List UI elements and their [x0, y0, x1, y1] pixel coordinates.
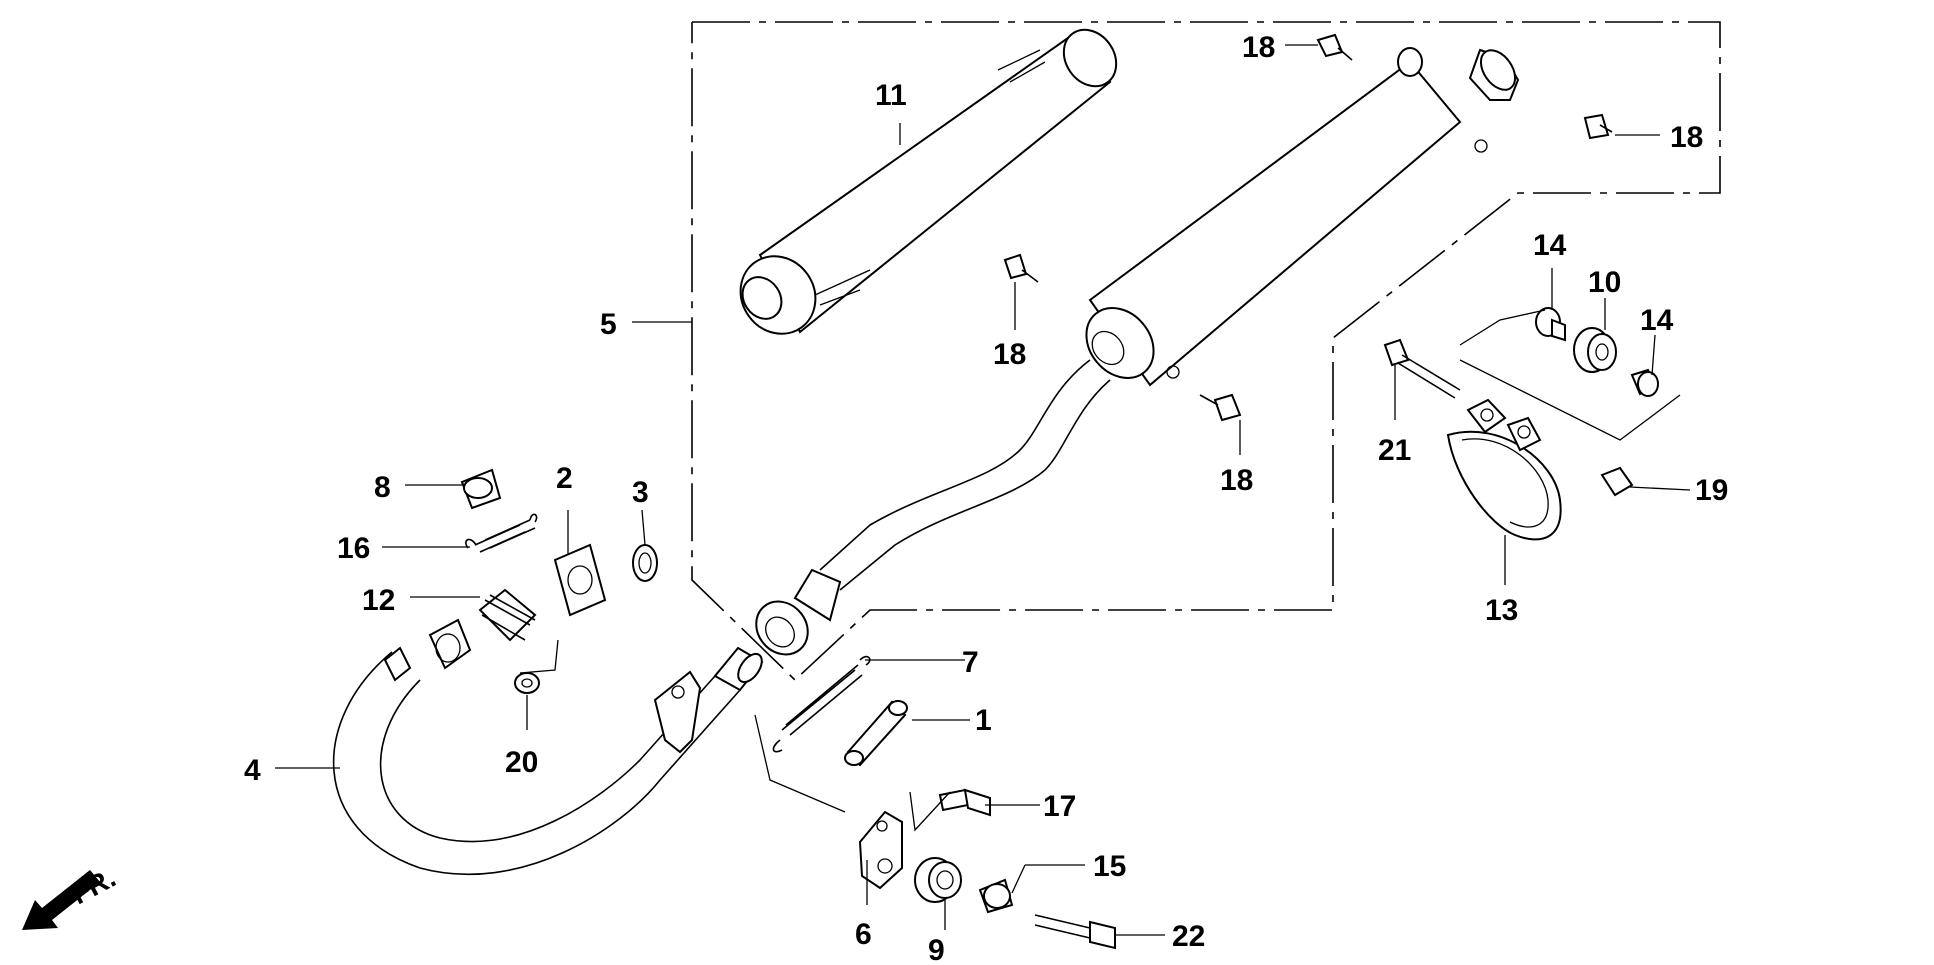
bolt-21[interactable]	[1383, 338, 1461, 399]
collar-14a[interactable]	[1535, 307, 1566, 342]
callout-20: 20	[505, 746, 538, 779]
callout-18d: 18	[1220, 464, 1253, 497]
callout-21: 21	[1378, 434, 1411, 467]
callout-4: 4	[244, 754, 261, 787]
callout-5: 5	[600, 308, 617, 341]
stay-6[interactable]	[858, 810, 903, 890]
callout-1: 1	[975, 704, 992, 737]
spring-7[interactable]	[772, 655, 871, 753]
callout-6: 6	[855, 918, 872, 951]
front-direction-arrow: FR.	[22, 862, 121, 930]
nut-20[interactable]	[514, 672, 540, 694]
spring-16[interactable]	[465, 513, 538, 553]
callout-17: 17	[1043, 790, 1076, 823]
collar-14b[interactable]	[1630, 368, 1659, 397]
direction-label: FR.	[66, 862, 120, 911]
rubber-9[interactable]	[914, 857, 962, 903]
callout-labels: 1 2 3 4 5 6 7 8 9 10 11 12 13 14 14 15 1…	[244, 31, 1728, 965]
muffler-band[interactable]	[1446, 398, 1562, 541]
callout-19: 19	[1695, 474, 1728, 507]
callout-2: 2	[556, 462, 573, 495]
joint-pipe-collar[interactable]	[428, 618, 472, 670]
rubber-10[interactable]	[1573, 327, 1617, 373]
callout-10: 10	[1588, 266, 1621, 299]
callout-18b: 18	[1670, 121, 1703, 154]
callout-15: 15	[1093, 850, 1126, 883]
callout-18c: 18	[993, 338, 1026, 371]
heat-protector[interactable]	[726, 20, 1127, 349]
leader-lines	[275, 44, 1691, 936]
callout-11: 11	[875, 79, 907, 112]
bolt-18-low[interactable]	[1199, 393, 1242, 422]
assembly-boundary-line	[691, 21, 1721, 682]
callout-14a: 14	[1533, 229, 1567, 262]
muffler[interactable]	[746, 44, 1522, 665]
spring-12[interactable]	[478, 588, 537, 642]
callout-9: 9	[928, 934, 945, 965]
callout-8: 8	[374, 471, 391, 504]
gasket-3[interactable]	[632, 544, 658, 582]
bolt-17[interactable]	[938, 788, 991, 817]
bolt-18-right[interactable]	[1583, 113, 1613, 140]
callout-16: 16	[337, 532, 370, 565]
callout-22: 22	[1172, 920, 1205, 953]
nut-19[interactable]	[1600, 466, 1634, 497]
callout-18a: 18	[1242, 31, 1275, 64]
callout-7: 7	[962, 646, 979, 679]
callout-13: 13	[1485, 594, 1518, 627]
bolt-22[interactable]	[1034, 914, 1116, 950]
callout-3: 3	[632, 476, 649, 509]
callout-12: 12	[362, 584, 395, 617]
gasket-2[interactable]	[553, 543, 607, 617]
collar-15[interactable]	[978, 878, 1014, 914]
exhaust-pipe[interactable]	[332, 646, 767, 876]
bolt-18-mid[interactable]	[1003, 253, 1039, 283]
bolt-18-top[interactable]	[1316, 33, 1353, 61]
collar-1[interactable]	[844, 700, 908, 767]
gasket-collar[interactable]	[460, 468, 502, 510]
arrow-left-down-icon	[22, 870, 100, 930]
callout-14b: 14	[1640, 304, 1674, 337]
